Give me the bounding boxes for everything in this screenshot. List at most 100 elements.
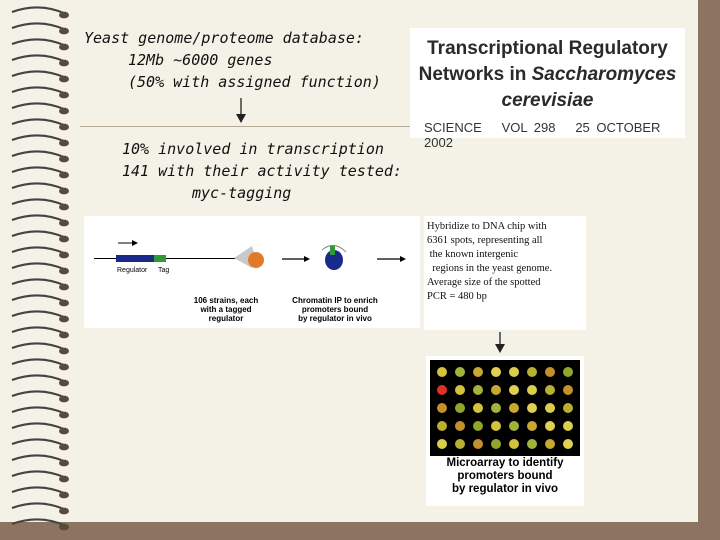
binding-ring	[11, 182, 67, 191]
binding-ring	[11, 230, 67, 239]
paper-date: 25 OCTOBER 2002	[424, 120, 661, 150]
microarray-spot	[437, 367, 447, 377]
down-arrow-icon	[495, 332, 505, 353]
binding-hole	[59, 283, 69, 291]
chip-diagram-graphic	[94, 240, 406, 270]
intro-line-1: Yeast genome/proteome database:	[84, 29, 364, 47]
binding-hole	[59, 363, 69, 371]
microarray-spot	[455, 403, 465, 413]
binding-hole	[59, 507, 69, 515]
binding-hole	[59, 251, 69, 259]
binding-hole	[59, 443, 69, 451]
binding-ring	[11, 422, 67, 431]
binding-hole	[59, 315, 69, 323]
binding-ring	[11, 294, 67, 303]
microarray-spot	[491, 385, 501, 395]
binding-hole	[59, 427, 69, 435]
microarray-spot	[563, 403, 573, 413]
binding-hole	[59, 395, 69, 403]
microarray-spot	[473, 421, 483, 431]
paper-citation: Transcriptional Regulatory Networks in S…	[410, 28, 685, 150]
microarray-figure: Microarray to identify promoters bound b…	[426, 356, 584, 506]
binding-hole	[59, 171, 69, 179]
binding-ring	[11, 70, 67, 79]
binding-hole	[59, 11, 69, 19]
binding-hole	[59, 139, 69, 147]
binding-ring	[11, 86, 67, 95]
binding-hole	[59, 43, 69, 51]
binding-ring	[11, 326, 67, 335]
microarray-spot	[563, 421, 573, 431]
stats-line-3: myc-tagging	[192, 184, 292, 202]
binding-hole	[59, 59, 69, 67]
microarray-spot	[455, 367, 465, 377]
microarray-spot	[473, 385, 483, 395]
paper-title-line-1: Transcriptional Regulatory	[427, 38, 668, 59]
binding-hole	[59, 91, 69, 99]
binding-hole	[59, 299, 69, 307]
binding-hole	[59, 347, 69, 355]
binding-hole	[59, 123, 69, 131]
paper-title-italic: Saccharomyces	[531, 64, 677, 85]
binding-hole	[59, 27, 69, 35]
binding-ring	[11, 134, 67, 143]
binding-ring	[11, 470, 67, 479]
binding-ring	[11, 54, 67, 63]
binding-ring	[11, 390, 67, 399]
microarray-spot	[509, 403, 519, 413]
microarray-spot	[473, 403, 483, 413]
intro-line-3: (50% with assigned function)	[128, 73, 381, 91]
down-arrow-icon	[236, 98, 246, 123]
binding-ring	[11, 214, 67, 223]
chromatin-icon	[325, 250, 343, 270]
binding-hole	[59, 155, 69, 163]
binding-ring	[11, 406, 67, 415]
binding-ring	[11, 166, 67, 175]
binding-hole	[59, 491, 69, 499]
microarray-spot	[545, 367, 555, 377]
binding-hole	[59, 523, 69, 531]
microarray-spot	[473, 439, 483, 449]
microarray-spot	[437, 439, 447, 449]
microarray-spot	[527, 367, 537, 377]
paper-title-species: cerevisiae	[501, 90, 594, 111]
binding-ring	[11, 438, 67, 447]
paper-volume: VOL 298	[501, 120, 556, 135]
binding-hole	[59, 235, 69, 243]
microarray-spot	[527, 385, 537, 395]
microarray-spot	[437, 421, 447, 431]
tag-label: Tag	[158, 267, 170, 274]
binding-ring	[11, 150, 67, 159]
chip-caption: Chromatin IP to enrich promoters bound b…	[292, 296, 378, 323]
stats-line-1: 10% involved in transcription	[122, 140, 384, 158]
microarray-spot	[455, 439, 465, 449]
microarray-spot	[545, 439, 555, 449]
binding-ring	[11, 38, 67, 47]
binding-ring	[11, 310, 67, 319]
binding-ring	[11, 342, 67, 351]
microarray-spot	[491, 439, 501, 449]
binding-hole	[59, 107, 69, 115]
paper-title-line-3: cerevisiae	[410, 88, 685, 114]
stats-line-2: 141 with their activity tested:	[122, 162, 402, 180]
chip-diagram: Regulator Tag 106 strains, each with a t…	[84, 216, 420, 328]
cell-icon	[248, 252, 264, 268]
microarray-spot	[509, 385, 519, 395]
microarray-spot	[455, 421, 465, 431]
regulator-label: Regulator	[117, 267, 148, 274]
binding-ring	[11, 502, 67, 511]
binding-ring	[11, 6, 67, 15]
binding-ring	[11, 486, 67, 495]
strains-caption: 106 strains, each with a tagged regulato…	[193, 296, 259, 323]
microarray-spot	[545, 385, 555, 395]
microarray-spot	[491, 421, 501, 431]
microarray-spot	[437, 403, 447, 413]
binding-ring	[11, 374, 67, 383]
microarray-spot	[527, 403, 537, 413]
binding-ring	[11, 246, 67, 255]
binding-hole	[59, 203, 69, 211]
microarray-spot	[437, 385, 447, 395]
paper-title-plain: Networks in	[418, 64, 532, 85]
binding-ring	[11, 22, 67, 31]
